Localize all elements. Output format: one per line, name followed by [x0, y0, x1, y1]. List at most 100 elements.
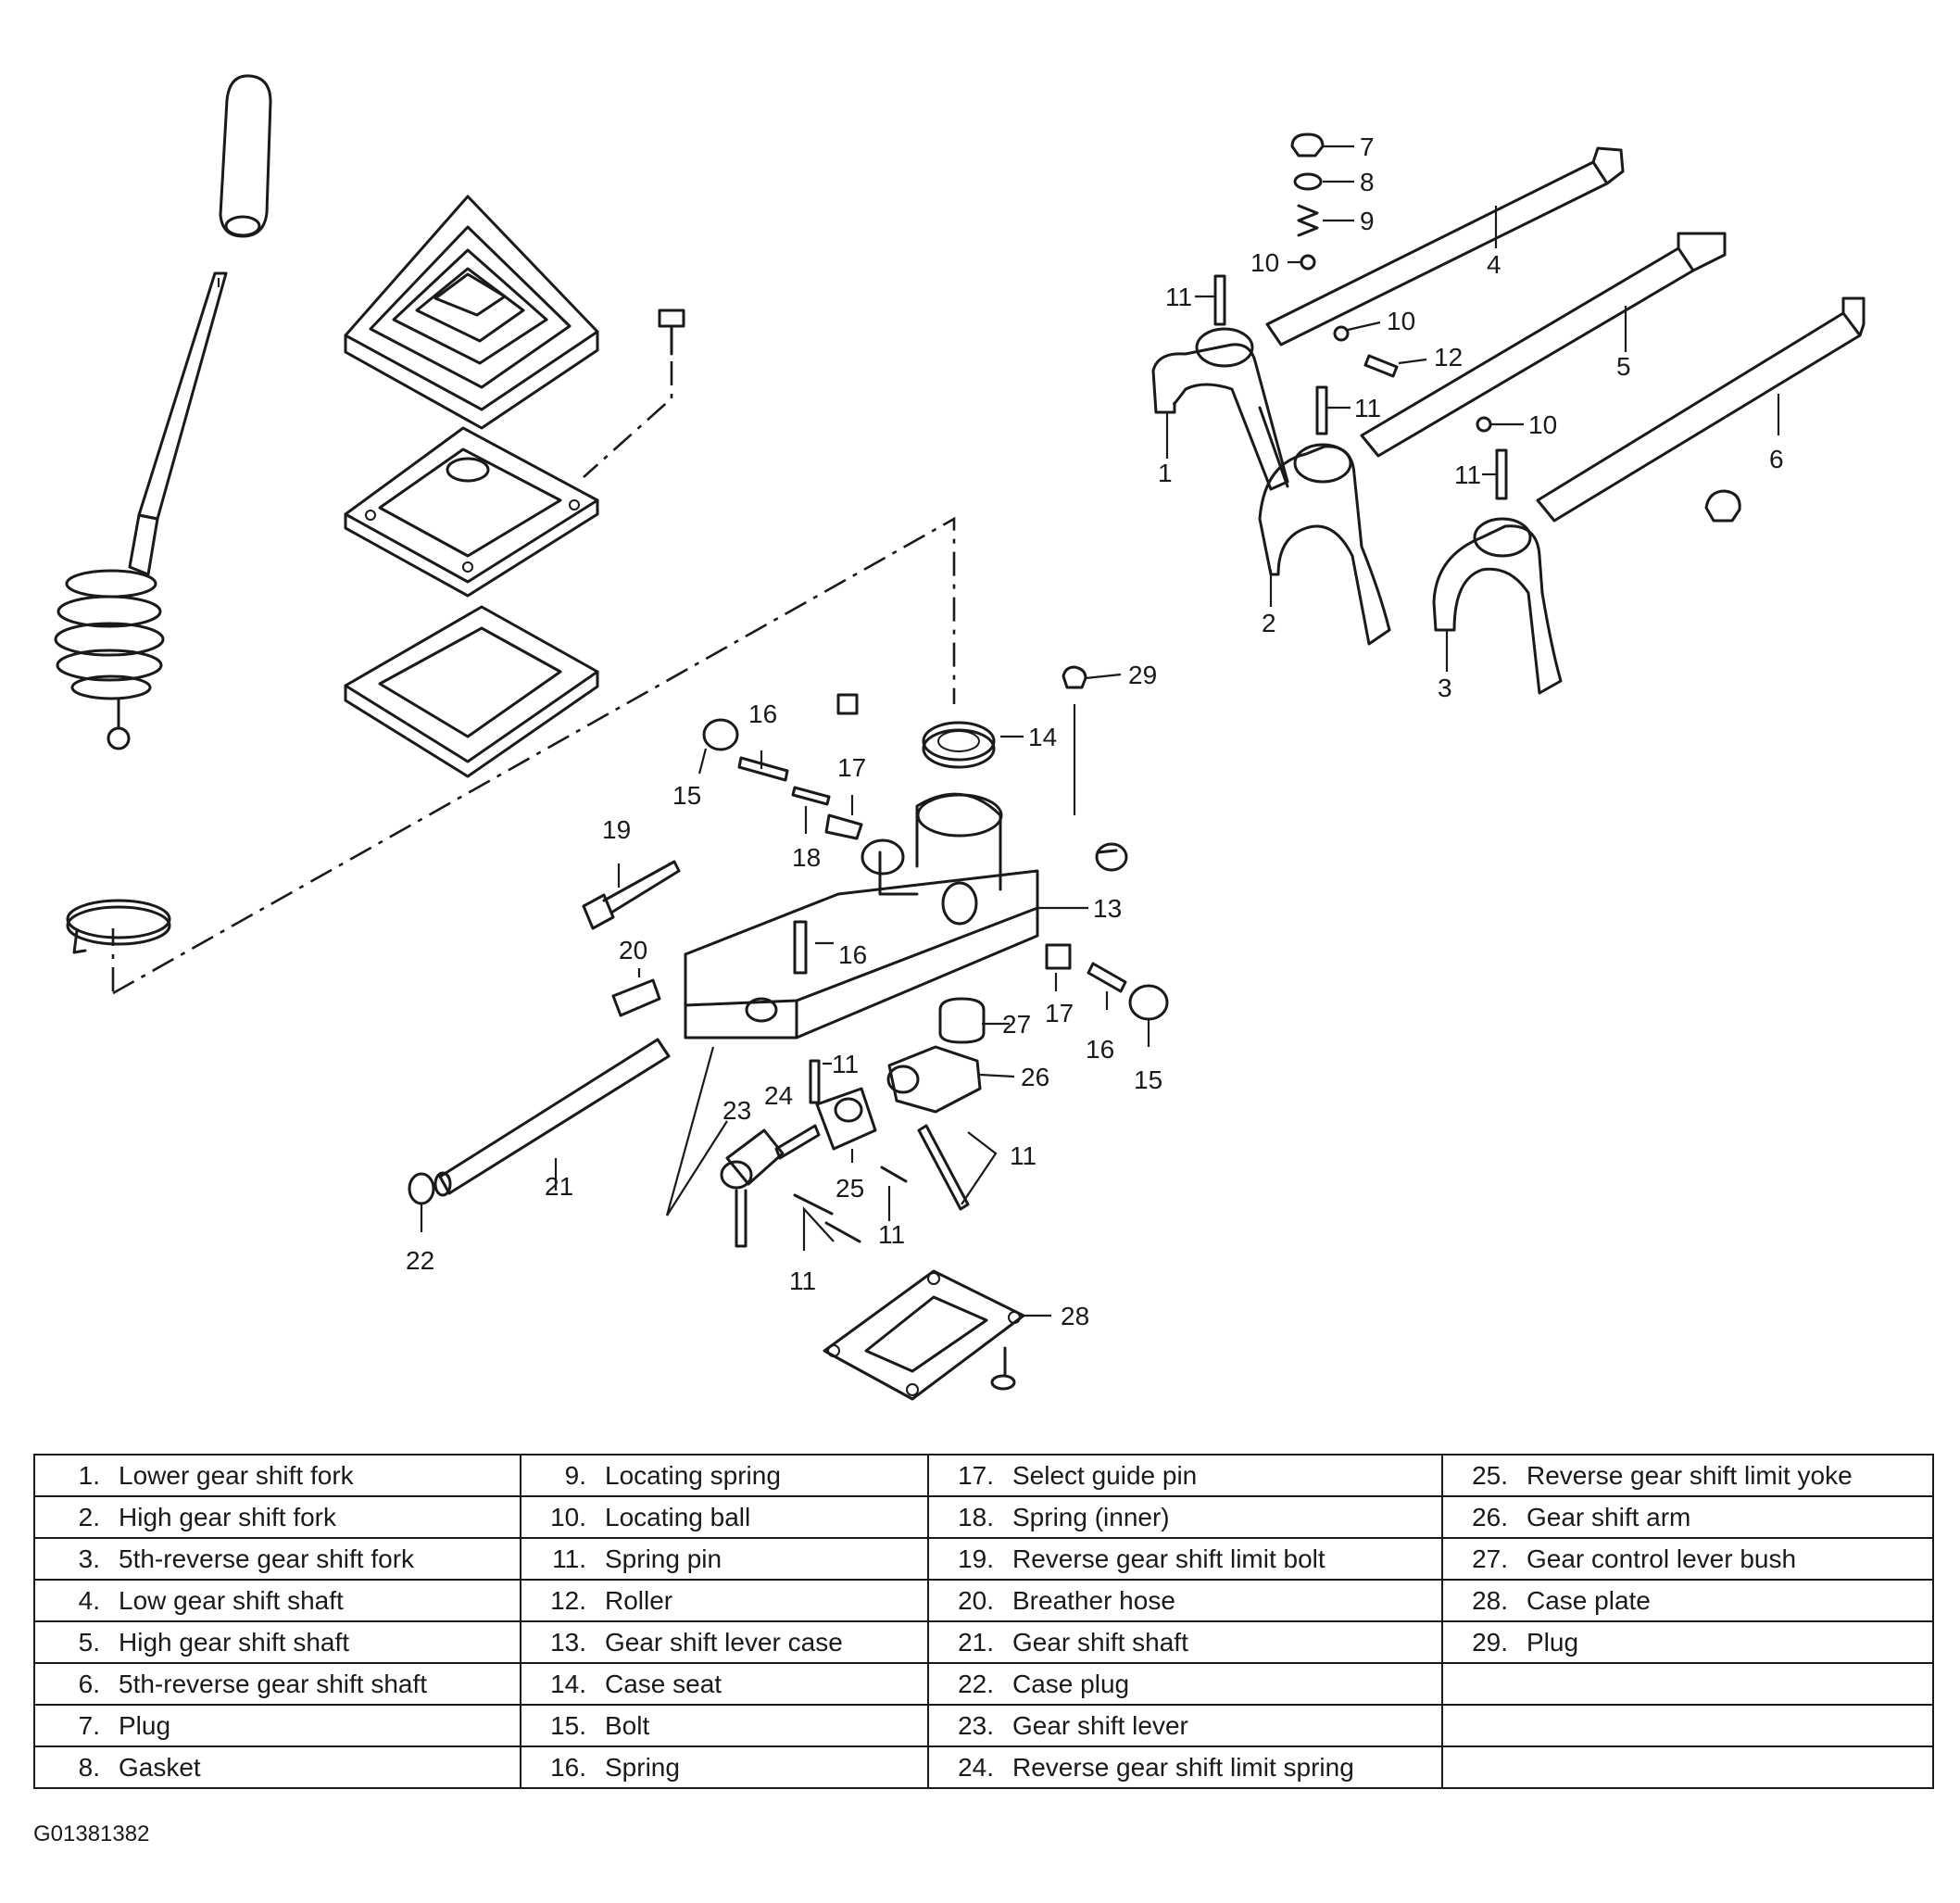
boot-clamp-band [66, 899, 171, 954]
callout-17-right: 17 [1045, 999, 1074, 1027]
lever-rubber-boot [54, 569, 165, 750]
legend-cell: 6.5th-reverse gear shift shaft [33, 1662, 521, 1706]
legend-item-label: Spring [605, 1752, 680, 1782]
legend-cell: 13.Gear shift lever case [520, 1620, 929, 1664]
callout-5: 5 [1616, 352, 1631, 381]
locating-plug-stack [1290, 132, 1325, 271]
legend-cell: 20.Breather hose [927, 1579, 1443, 1622]
parts-legend-table: 1.Lower gear shift fork 9. Locating spring… [33, 1454, 1934, 1789]
breather-hose [611, 978, 661, 1017]
roller [1363, 354, 1399, 378]
legend-cell: 29.Plug [1441, 1620, 1934, 1664]
legend-item-number: 11. [552, 1544, 586, 1573]
callout-29: 29 [1128, 661, 1157, 689]
callout-4: 4 [1487, 250, 1501, 279]
legend-item-label: Reverse gear shift limit bolt [1012, 1544, 1326, 1573]
legend-cell: 10.Locating ball [520, 1495, 929, 1539]
legend-item-number: 2. [78, 1502, 100, 1531]
legend-item-label: Low gear shift shaft [119, 1585, 344, 1615]
legend-row: 1.Lower gear shift fork 9. Locating spring… [33, 1454, 1934, 1497]
springs [737, 756, 1127, 993]
legend-item-number: 1. [78, 1460, 100, 1490]
legend-item-number: 3. [78, 1544, 100, 1573]
callout-17-top: 17 [837, 753, 866, 782]
shift-lever-cover [344, 426, 599, 598]
gear-shift-lever [720, 1128, 785, 1248]
reverse-gear-shift-limit-bolt [582, 860, 681, 930]
legend-item-number: 21. [958, 1627, 994, 1657]
high-gear-shift-fork [1258, 443, 1391, 646]
callout-11-fork2: 11 [1354, 394, 1381, 422]
legend-item-number: 13. [550, 1627, 586, 1657]
lower-spring-pins [793, 1059, 970, 1243]
legend-item-label: 5th-reverse gear shift fork [119, 1544, 415, 1573]
callout-11-case-a: 11 [832, 1050, 859, 1078]
reverse-gear-shift-limit-yoke [815, 1087, 877, 1151]
callout-15-right: 15 [1134, 1065, 1162, 1094]
legend-item-number: 4. [78, 1585, 100, 1615]
legend-cell [1441, 1745, 1934, 1789]
lower-gear-shift-fork [1151, 327, 1289, 491]
legend-cell: 3. 5th-reverse gear shift fork [33, 1537, 521, 1581]
callout-labels: 1 2 3 4 5 6 7 8 9 10 10 10 11 11 11 11 1… [406, 132, 1784, 1330]
shaft-end-plug [1704, 489, 1741, 523]
legend-cell: 16.Spring [520, 1745, 929, 1789]
callout-19: 19 [602, 815, 631, 844]
legend-item-number: 23. [958, 1710, 994, 1740]
callout-28: 28 [1061, 1302, 1089, 1330]
legend-item-number: 17. [958, 1460, 994, 1490]
callout-11-case-c: 11 [878, 1220, 905, 1249]
callout-8: 8 [1360, 168, 1375, 196]
legend-item-label: Breather hose [1012, 1585, 1175, 1615]
clamp-to-seat-leader [112, 516, 956, 995]
legend-cell: 12.Roller [520, 1579, 929, 1622]
legend-item-number: 29. [1472, 1627, 1508, 1657]
legend-item-label: Case seat [605, 1669, 722, 1698]
legend-item-label: Locating spring [605, 1460, 781, 1490]
legend-item-number: 9. [564, 1460, 586, 1490]
gear-shift-shaft [433, 1038, 671, 1197]
case-bolts [702, 693, 1169, 1021]
legend-cell [1441, 1662, 1934, 1706]
callout-6: 6 [1769, 445, 1784, 473]
legend-cell: 21. Gear shift shaft [927, 1620, 1443, 1664]
5th-reverse-gear-shift-shaft [1536, 296, 1866, 523]
legend-item-number: 12. [550, 1585, 586, 1615]
legend-cell: 4. Low gear shift shaft [33, 1579, 521, 1622]
legend-item-number: 8. [78, 1752, 100, 1782]
legend-item-number: 25. [1472, 1460, 1508, 1490]
legend-item-number: 7. [78, 1710, 100, 1740]
callout-16-mid: 16 [838, 940, 867, 969]
callout-16-top: 16 [748, 699, 777, 728]
cover-bolt [658, 309, 685, 356]
legend-table: 1.Lower gear shift fork 9. Locating spring… [33, 1454, 1934, 1789]
spring-inner [791, 786, 831, 806]
legend-item-label: Gear shift shaft [1012, 1627, 1188, 1657]
plug-29 [1062, 665, 1087, 689]
legend-item-label: Case plug [1012, 1669, 1130, 1698]
shift-lever-boot [344, 195, 599, 430]
cover-gasket [344, 605, 599, 778]
callout-22: 22 [406, 1246, 434, 1275]
callout-26: 26 [1021, 1063, 1049, 1091]
legend-item-number: 24. [958, 1752, 994, 1782]
legend-item-number: 27. [1472, 1544, 1508, 1573]
legend-item-label: Gear shift arm [1527, 1502, 1691, 1531]
legend-cell: 19.Reverse gear shift limit bolt [927, 1537, 1443, 1581]
case-plug [408, 1172, 435, 1205]
legend-cell: 5.High gear shift shaft [33, 1620, 521, 1664]
legend-cell: 17.Select guide pin [927, 1454, 1443, 1497]
legend-item-number: 15. [550, 1710, 586, 1740]
callout-11-fork1: 11 [1165, 283, 1192, 311]
low-gear-shift-shaft [1265, 146, 1625, 347]
callout-9: 9 [1360, 207, 1375, 235]
legend-item-label: Bolt [605, 1710, 650, 1740]
callout-11-case-b: 11 [1010, 1141, 1037, 1170]
legend-cell: 1.Lower gear shift fork [33, 1454, 521, 1497]
legend-cell: 9. Locating spring [520, 1454, 929, 1497]
